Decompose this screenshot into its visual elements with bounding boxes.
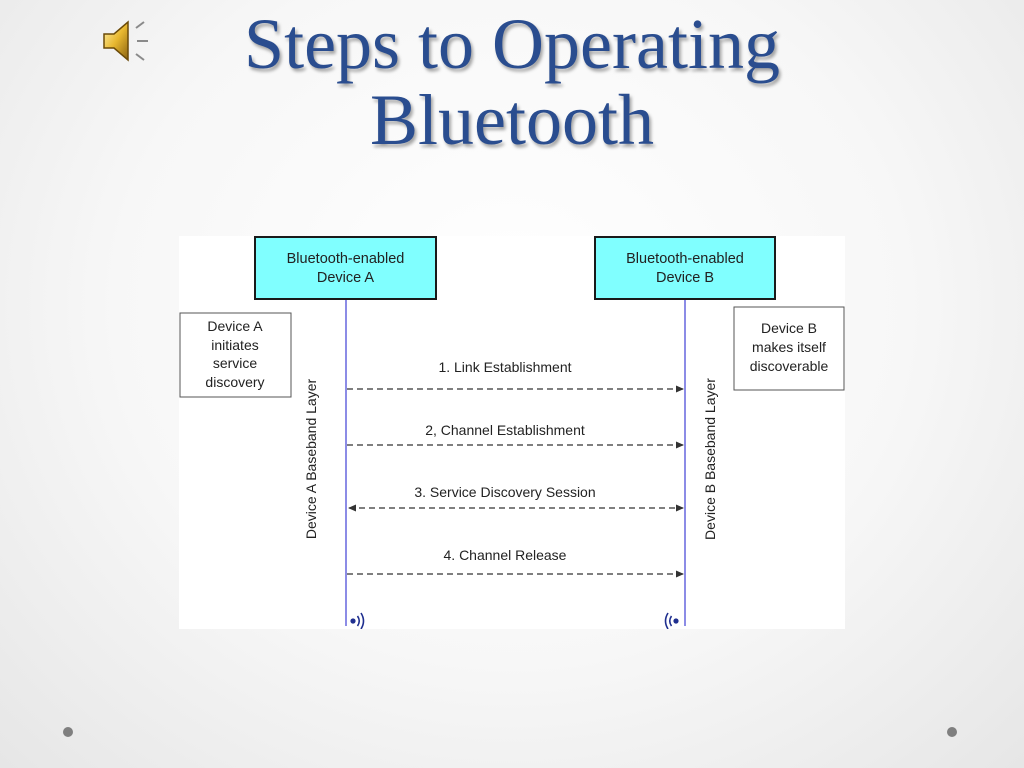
- wireless-signal-icon: [350, 612, 365, 629]
- device-a-box-line-2: Device A: [317, 270, 375, 286]
- device-b-box: Bluetooth-enabled Device B: [594, 236, 776, 300]
- device-b-note-line-3: discoverable: [750, 358, 829, 374]
- step-service-discovery-session: 3. Service Discovery Session: [348, 484, 684, 512]
- device-b-box-line-2: Device B: [656, 270, 714, 286]
- device-a-note-line-2: initiates: [211, 337, 258, 353]
- step-channel-release: 4. Channel Release: [347, 547, 684, 578]
- device-a-box-line-1: Bluetooth-enabled: [287, 251, 405, 267]
- step-3-label: 3. Service Discovery Session: [414, 484, 595, 500]
- device-b-layer-label: Device B Baseband Layer: [702, 378, 718, 540]
- step-2-label: 2, Channel Establishment: [425, 422, 585, 438]
- step-1-label: 1. Link Establishment: [438, 359, 571, 375]
- step-link-establishment: 1. Link Establishment: [347, 359, 684, 393]
- title-line-1: Steps to Operating: [244, 4, 780, 84]
- decorative-dot-right: [947, 727, 957, 737]
- device-b-note-line-2: makes itself: [752, 339, 826, 355]
- device-a-box: Bluetooth-enabled Device A: [254, 236, 437, 300]
- title-line-2: Bluetooth: [370, 80, 654, 160]
- device-b-box-line-1: Bluetooth-enabled: [626, 251, 744, 267]
- step-4-label: 4. Channel Release: [444, 547, 567, 563]
- slide-title: Steps to Operating Bluetooth: [0, 6, 1024, 158]
- device-a-note-line-4: discovery: [205, 374, 264, 390]
- step-channel-establishment: 2, Channel Establishment: [347, 422, 684, 449]
- speaker-icon[interactable]: [100, 16, 154, 66]
- device-a-note-line-1: Device A: [207, 318, 263, 334]
- wireless-signal-icon: [664, 612, 679, 629]
- device-a-note-line-3: service: [213, 355, 258, 371]
- device-b-note: Device B makes itself discoverable: [733, 306, 845, 391]
- device-b-note-line-1: Device B: [761, 320, 817, 336]
- device-a-layer-label: Device A Baseband Layer: [303, 379, 319, 540]
- bluetooth-sequence-diagram: Bluetooth-enabled Device A Bluetooth-ena…: [179, 236, 845, 629]
- decorative-dot-left: [63, 727, 73, 737]
- device-a-note: Device A initiates service discovery: [179, 312, 292, 398]
